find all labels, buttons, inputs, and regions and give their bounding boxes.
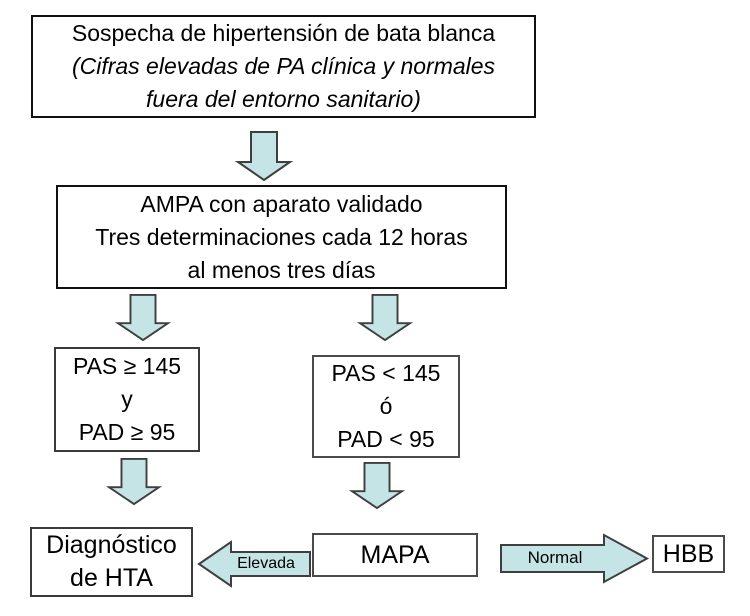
right-arrow-icon — [500, 533, 650, 584]
down-arrow-shape — [356, 294, 414, 342]
normal-arrow-label: Normal — [527, 548, 583, 567]
suspicion-subtitle-line2: fuera del entorno sanitario) — [146, 86, 421, 112]
down-arrow-icon — [348, 462, 406, 510]
ampa-box: AMPA con aparato validado Tres determina… — [56, 185, 507, 289]
diagnosis-line2: de HTA — [70, 564, 153, 592]
right-arrow-shape — [500, 533, 650, 584]
left-arrow-icon — [197, 540, 311, 588]
down-arrow-icon — [356, 294, 414, 342]
elevada-arrow-label: Elevada — [237, 555, 295, 572]
mapa-box: MAPA — [312, 533, 478, 577]
ampa-line2: Tres determinaciones cada 12 horas — [95, 223, 468, 250]
ampa-line3: al menos tres días — [187, 256, 376, 283]
down-arrow-shape — [114, 294, 172, 342]
pas-normal-box: PAS < 145 ó PAD < 95 — [312, 355, 460, 458]
pas-low-line1: PAS < 145 — [331, 360, 441, 386]
ampa-line1: AMPA con aparato validado — [140, 190, 423, 217]
down-arrow-icon — [234, 131, 294, 182]
diagnosis-box: Diagnóstico de HTA — [30, 527, 193, 597]
down-arrow-icon — [114, 294, 172, 342]
down-arrow-icon — [105, 458, 163, 506]
down-arrow-shape — [234, 131, 294, 182]
pas-high-line1: PAS ≥ 145 — [72, 353, 182, 379]
pas-high-line2: y — [121, 386, 133, 412]
pas-low-line3: PAD < 95 — [337, 426, 435, 452]
pas-high-line3: PAD ≥ 95 — [78, 419, 176, 445]
hbb-box: HBB — [652, 535, 725, 573]
suspicion-box: Sospecha de hipertensión de bata blanca … — [31, 15, 536, 118]
hbb-label: HBB — [662, 539, 715, 568]
pas-elevated-box: PAS ≥ 145 y PAD ≥ 95 — [54, 347, 200, 452]
suspicion-title: Sospecha de hipertensión de bata blanca — [71, 20, 496, 46]
suspicion-subtitle-line1: (Cifras elevadas de PA clínica y normale… — [71, 53, 496, 79]
mapa-label: MAPA — [360, 540, 430, 569]
down-arrow-shape — [105, 458, 163, 506]
left-arrow-shape — [197, 540, 311, 588]
down-arrow-shape — [348, 462, 406, 510]
pas-low-line2: ó — [379, 393, 393, 419]
diagnosis-line1: Diagnóstico — [46, 531, 177, 559]
